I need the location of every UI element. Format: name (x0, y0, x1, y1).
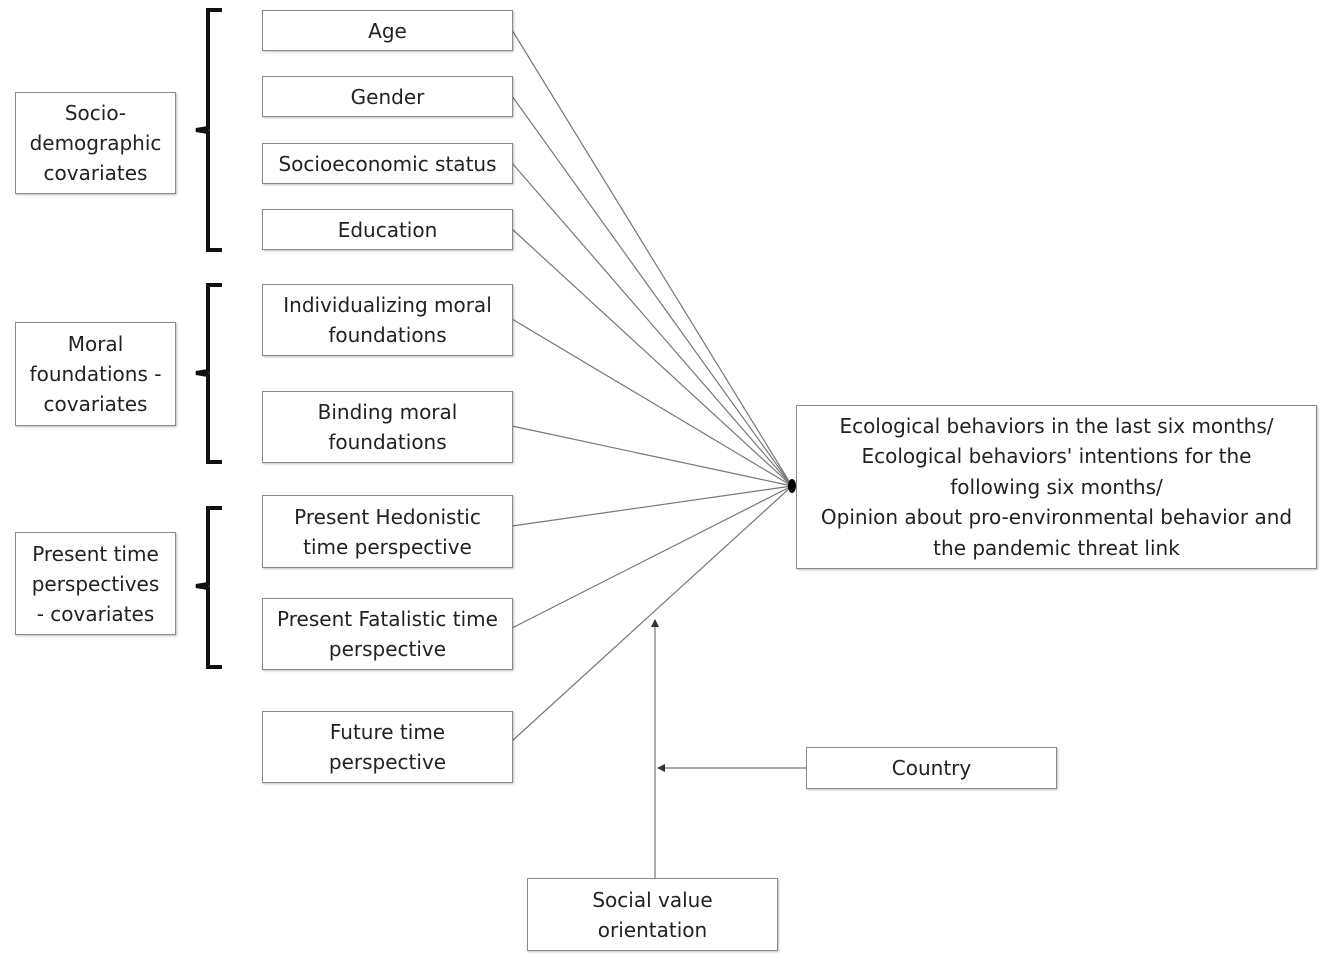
predictor-socioeconomic-status: Socioeconomic status (262, 143, 513, 184)
line-ses (511, 162, 793, 487)
predictor-gender: Gender (262, 76, 513, 117)
predictor-binding-moral-foundations: Binding moral foundations (262, 391, 513, 463)
bracket-sociodemographic (195, 8, 222, 252)
bracket-time (195, 506, 222, 669)
line-hedonistic (511, 485, 793, 527)
line-future (511, 485, 793, 742)
line-individualizing (511, 318, 793, 487)
convergence-point (788, 479, 796, 493)
bracket-moral (195, 283, 222, 464)
predictor-age: Age (262, 10, 513, 51)
predictor-education: Education (262, 209, 513, 250)
line-fatalistic (511, 485, 793, 629)
moderator-country: Country (806, 747, 1057, 789)
line-age (511, 29, 793, 487)
predictor-future-time-perspective: Future time perspective (262, 711, 513, 783)
group-time-perspectives: Present time perspectives - covariates (15, 532, 176, 635)
group-sociodemographic: Socio- demographic covariates (15, 92, 176, 194)
line-education (511, 228, 793, 487)
outcome-ecological-behaviors: Ecological behaviors in the last six mon… (796, 405, 1317, 569)
moderator-social-value-orientation: Social value orientation (527, 878, 778, 951)
line-binding (511, 425, 793, 487)
line-gender (511, 95, 793, 487)
predictor-individualizing-moral-foundations: Individualizing moral foundations (262, 284, 513, 356)
predictor-present-hedonistic: Present Hedonistic time perspective (262, 495, 513, 568)
group-moral-foundations: Moral foundations - covariates (15, 322, 176, 426)
predictor-present-fatalistic: Present Fatalistic time perspective (262, 598, 513, 670)
